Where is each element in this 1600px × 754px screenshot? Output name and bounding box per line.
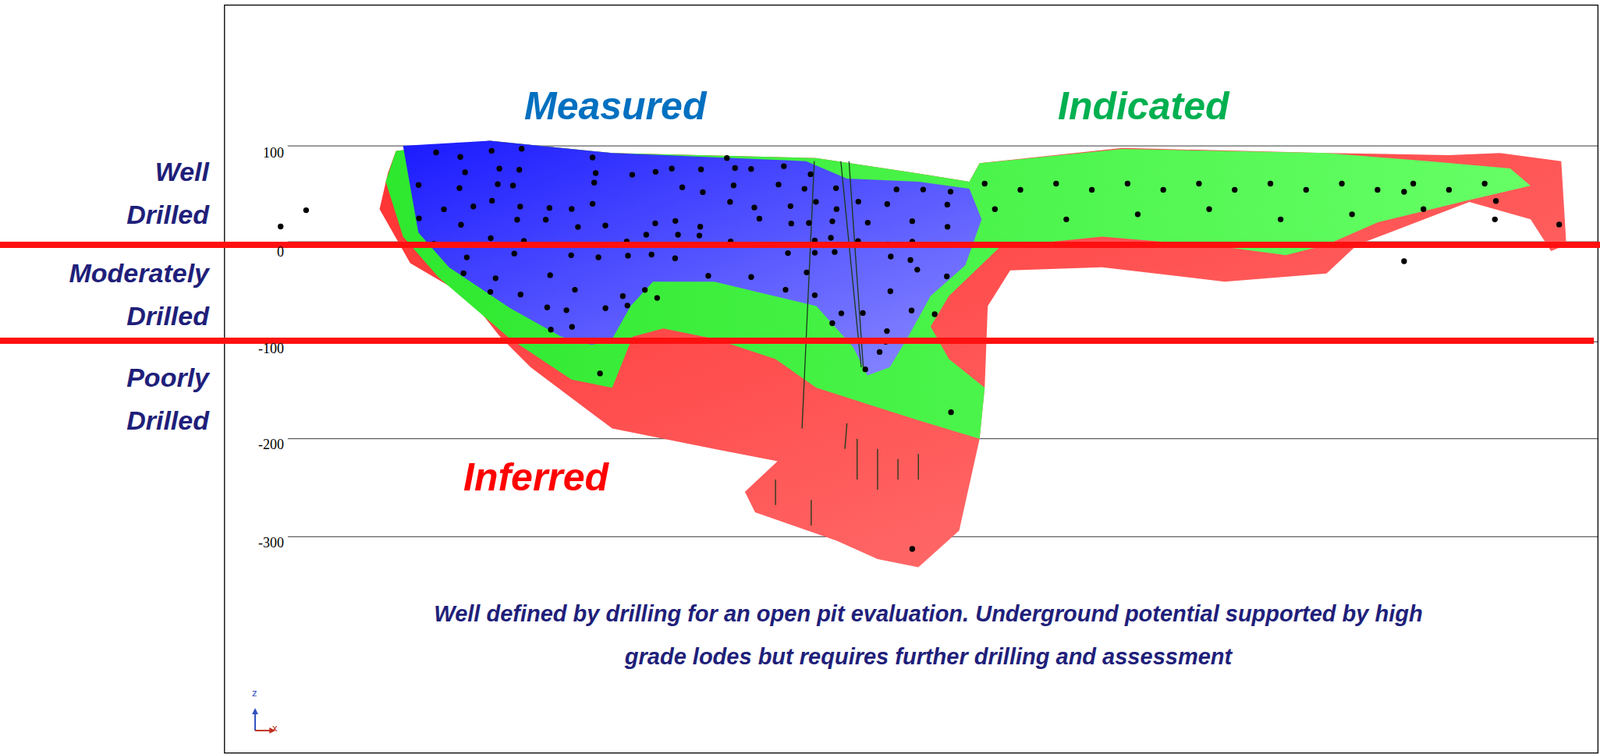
- axis-value: 100: [244, 145, 284, 161]
- drill-intercepts: [277, 145, 1562, 553]
- axis-value: -100: [244, 340, 284, 357]
- band-label: Well Drilled: [126, 150, 210, 237]
- axis-triad: [251, 708, 276, 735]
- band-label: Poorly Drilled: [126, 356, 210, 443]
- inferred-region: [379, 141, 1567, 568]
- class-label: Indicated: [1057, 82, 1229, 130]
- class-label: Measured: [524, 82, 706, 130]
- drilling-boundaries: [0, 244, 1600, 341]
- caption: Well defined by drilling for an open pit…: [409, 592, 1448, 679]
- frame: [224, 5, 1599, 754]
- indicated-region: [385, 141, 1531, 440]
- band-label: Moderately Drilled: [69, 251, 210, 338]
- axis-letter: z: [251, 688, 258, 699]
- axis-value: -200: [244, 436, 284, 453]
- class-label: Inferred: [463, 454, 609, 501]
- axis-value: -300: [244, 535, 284, 551]
- axis-letter: x: [272, 723, 278, 735]
- axis-value: 0: [244, 244, 284, 260]
